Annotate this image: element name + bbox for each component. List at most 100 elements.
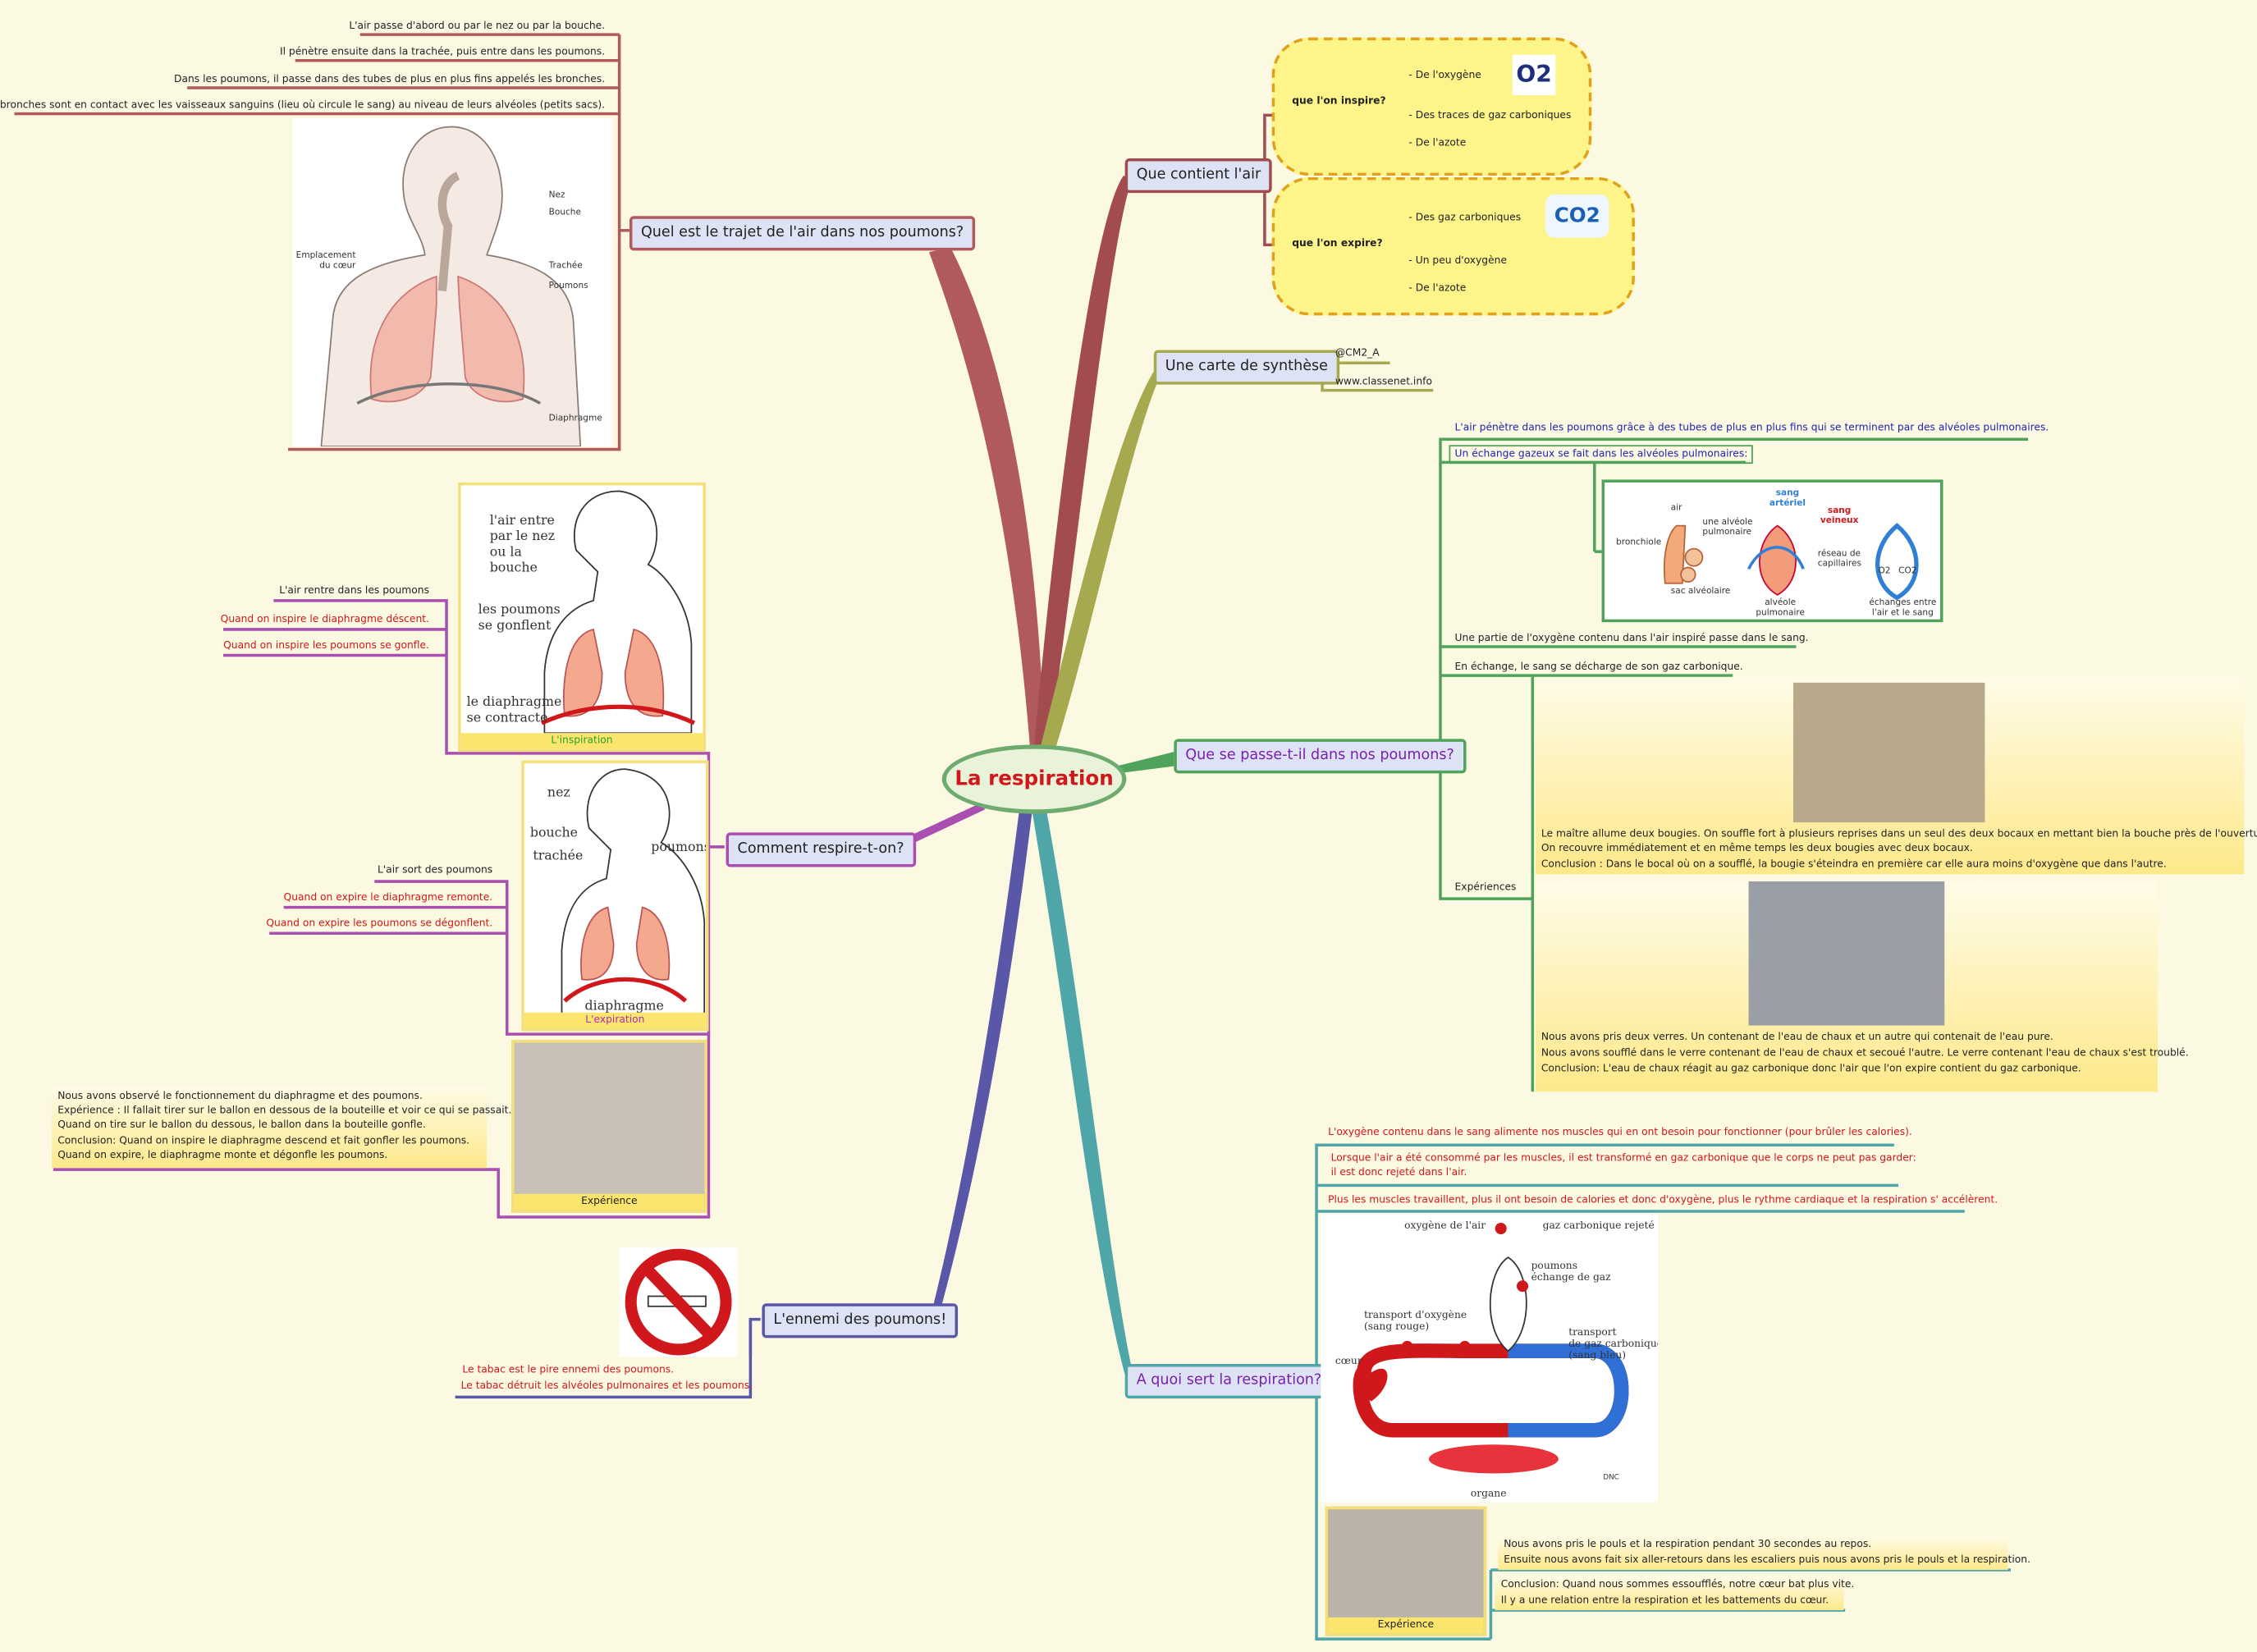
topic-synthese-label: Une carte de synthèse: [1165, 358, 1328, 375]
expire-item-gaz: - Des gaz carboniques: [1408, 211, 1522, 224]
alv-label-air: air: [1670, 502, 1682, 513]
diag-sang-rouge: (sang rouge): [1363, 1320, 1430, 1333]
exp1-line-2: On recouvre immédiatement et en même tem…: [1541, 842, 1973, 854]
alv-label-sang-veineux: sang veineux: [1820, 506, 1859, 526]
branch-sert: [1031, 806, 1134, 1380]
branch-contient: [1034, 176, 1133, 749]
diaphragme-note-4: Conclusion: Quand on inspire le diaphrag…: [57, 1134, 470, 1146]
expiration-caption: L'expiration: [524, 1012, 706, 1029]
expiration-illustration: [561, 768, 706, 1015]
exp-line-1: L'air sort des poumons: [377, 864, 493, 876]
exp-img-poumons: poumons: [651, 840, 709, 856]
topic-contient[interactable]: Que contient l'air: [1124, 158, 1273, 194]
diag-oxygene: oxygène de l'air: [1404, 1220, 1486, 1232]
ennemi-line-1: Le tabac est le pire ennemi des poumons.: [462, 1363, 675, 1376]
alv-label-alveole: une alvéole pulmonaire: [1702, 517, 1753, 538]
topic-synthese[interactable]: Une carte de synthèse: [1153, 350, 1339, 385]
alv-label-co2: CO2: [1898, 565, 1917, 576]
circulation-diagram: oxygène de l'air gaz carbonique rejeté p…: [1321, 1214, 1659, 1503]
anatomy-illustration: [320, 126, 582, 447]
trajet-line-4: Les bronches sont en contact avec les va…: [0, 99, 606, 112]
inspire-item-azote: - De l'azote: [1408, 136, 1467, 149]
inspire-question: que l'on inspire?: [1292, 94, 1386, 107]
exp-img-bouche: bouche: [529, 826, 579, 841]
circulation-illustration: [1353, 1222, 1629, 1474]
topic-respire-label: Comment respire-t-on?: [737, 840, 904, 858]
exp-line-3: Quand on expire les poumons se dégonflen…: [266, 917, 493, 929]
pouls-box: [1498, 1535, 2008, 1570]
sert-line-1: L'oxygène contenu dans le sang alimente …: [1328, 1126, 1912, 1138]
branch-passe: [1116, 752, 1174, 774]
topic-ennemi[interactable]: L'ennemi des poumons!: [762, 1303, 959, 1339]
exp-img-trachee: trachée: [533, 849, 584, 864]
branch-ennemi: [928, 806, 1033, 1325]
exp2-line-2: Nous avons soufflé dans le verre contena…: [1541, 1046, 2189, 1059]
no-smoking-symbol: [625, 1248, 732, 1356]
sert-line-2a: Lorsque l'air a été consommé par les mus…: [1330, 1152, 1916, 1165]
anatomy-diagram: Nez Bouche Emplacement du cœur Trachée P…: [292, 117, 612, 447]
diaphragme-note-3: Quand on tire sur le ballon du dessous, …: [57, 1119, 426, 1131]
insp-img-text-4: bouche: [489, 561, 538, 576]
alv-label-o2: O2: [1878, 565, 1891, 576]
central-topic-label: La respiration: [955, 767, 1114, 791]
alv-label-reseau: réseau de capillaires: [1817, 548, 1861, 570]
inspiration-caption: L'inspiration: [460, 733, 703, 749]
diaphragme-note-2: Expérience : Il fallait tirer sur le bal…: [57, 1105, 512, 1117]
conclusion-box: [1495, 1575, 1844, 1611]
topic-respire[interactable]: Comment respire-t-on?: [726, 832, 916, 867]
label-trachee: Trachée: [548, 260, 583, 271]
ennemi-line-2: Le tabac détruit les alvéoles pulmonaire…: [460, 1380, 753, 1392]
co2-label: CO2: [1554, 204, 1600, 228]
expire-question: que l'on expire?: [1292, 237, 1383, 249]
diag-transport-oxygene: transport d'oxygène: [1363, 1309, 1467, 1321]
insp-img-text-6: se gonflent: [478, 619, 552, 634]
exp-img-nez: nez: [547, 786, 570, 801]
experience-diaphragme-box: [52, 1086, 488, 1169]
synthese-link[interactable]: www.classenet.info: [1335, 376, 1432, 388]
co2-icon: CO2: [1545, 194, 1609, 238]
passe-line-4: En échange, le sang se décharge de son g…: [1454, 661, 1743, 673]
topic-sert-label: A quoi sert la respiration?: [1136, 1372, 1322, 1389]
alv-label-alveole-pulmonaire: alvéole pulmonaire: [1756, 597, 1805, 618]
insp-line-3: Quand on inspire les poumons se gonfle.: [223, 639, 429, 652]
branch-trajet: [928, 247, 1045, 747]
diaphragme-note-5: Quand on expire, le diaphragme monte et …: [57, 1149, 388, 1161]
sert-line-3: Plus les muscles travaillent, plus il on…: [1328, 1193, 1998, 1206]
passe-line-1: L'air pénètre dans les poumons grâce à d…: [1454, 422, 2049, 434]
o2-icon: O2: [1512, 54, 1556, 95]
insp-img-text-5: les poumons: [478, 603, 561, 618]
inspire-item-oxygene: - De l'oxygène: [1408, 69, 1481, 81]
exp-img-diaphragme: diaphragme: [584, 999, 664, 1014]
topic-trajet[interactable]: Quel est le trajet de l'air dans nos pou…: [629, 216, 976, 251]
photo-experience-pouls: Expérience: [1325, 1506, 1487, 1636]
topic-passe[interactable]: Que se passe-t-il dans nos poumons?: [1174, 739, 1466, 774]
central-topic[interactable]: La respiration: [941, 744, 1127, 814]
topic-trajet-label: Quel est le trajet de l'air dans nos pou…: [640, 224, 964, 241]
passe-line-2: Un échange gazeux se fait dans les alvéo…: [1449, 445, 1754, 464]
topic-ennemi-label: L'ennemi des poumons!: [773, 1311, 947, 1329]
insp-line-2: Quand on inspire le diaphragme déscent.: [220, 613, 429, 625]
diag-echange: échange de gaz: [1531, 1271, 1611, 1284]
insp-img-text-3: ou la: [489, 546, 522, 561]
diag-coeur: cœur: [1335, 1355, 1362, 1367]
diag-gaz-rejete: gaz carbonique rejeté: [1542, 1220, 1655, 1232]
alveoles-diagram: air une alvéole pulmonaire bronchiole sa…: [1601, 479, 1943, 623]
photo-verres: [1748, 881, 1945, 1026]
exp1-line-3: Conclusion : Dans le bocal où on a souff…: [1541, 858, 2167, 871]
label-coeur: Emplacement du cœur: [295, 250, 356, 271]
inspire-item-traces: - Des traces de gaz carboniques: [1408, 109, 1572, 121]
topic-sert[interactable]: A quoi sert la respiration?: [1124, 1363, 1334, 1399]
sert-line-2b: il est donc rejeté dans l'air.: [1330, 1166, 1467, 1178]
diag-transport-gaz: transport: [1568, 1326, 1617, 1339]
experiences-label: Expériences: [1454, 881, 1517, 894]
insp-img-text-2: par le nez: [489, 529, 556, 545]
o2-label: O2: [1516, 60, 1552, 89]
synthese-author: @CM2_A: [1335, 346, 1380, 359]
expire-item-oxygene: - Un peu d'oxygène: [1408, 254, 1508, 267]
diag-poumons: poumons: [1531, 1260, 1577, 1272]
topic-passe-label: Que se passe-t-il dans nos poumons?: [1185, 747, 1454, 764]
alv-label-bronchiole: bronchiole: [1616, 537, 1662, 547]
alv-label-sac: sac alvéolaire: [1670, 586, 1731, 597]
insp-img-text-8: se contracte: [466, 711, 548, 726]
